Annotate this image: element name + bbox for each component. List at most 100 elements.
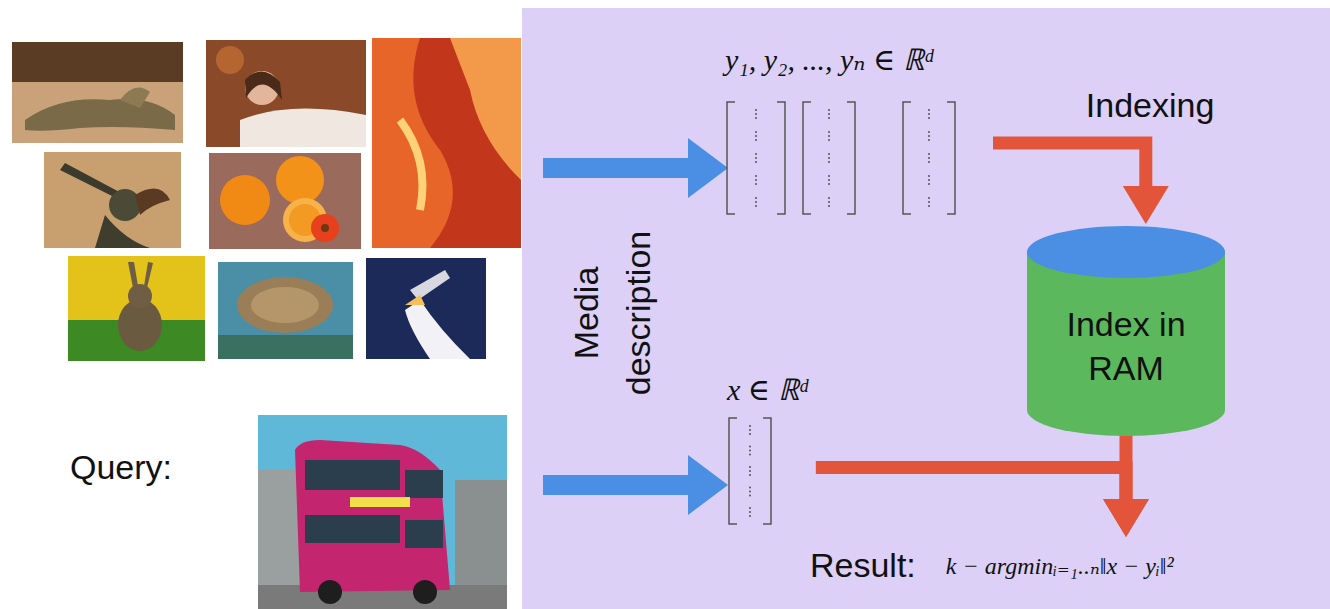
vector-dot [749,433,751,435]
vector-dot [755,197,757,199]
vector-dot [928,179,930,181]
vector-dot [928,117,930,119]
vector-dot [828,131,830,133]
photo-oranges [209,153,361,249]
vector-dot [755,109,757,111]
vector-dot [928,157,930,159]
vector-dot [828,139,830,141]
photo-canyon [372,38,521,248]
vector-dot [928,131,930,133]
vector-dot [755,157,757,159]
arrow-head [1123,186,1169,224]
vector-bracket [803,102,811,214]
vector-dot [749,474,751,476]
photo-woman [206,40,366,147]
result-formula: k − argminᵢ₌₁..ₙ‖x − yᵢ‖² [946,552,1174,580]
connector-line [816,467,1126,501]
vector-group: y₁, y₂, ..., yₙ ∈ ℝᵈ [725,42,985,216]
vector-dot [928,183,930,185]
vector-dot [828,161,830,163]
vector-dot [749,487,751,489]
vector-dot [828,113,830,115]
vector-dot [755,179,757,181]
query-label: Query: [70,448,172,487]
vector-dot [928,197,930,199]
vector-dot [755,139,757,141]
vector-dot [749,466,751,468]
vector-bracket [729,418,737,524]
vector-group: x ∈ ℝᵈ [727,372,808,526]
vector-dot [755,117,757,119]
vector-dot [928,205,930,207]
connector-arrow [993,143,1169,224]
vector-dot [749,491,751,493]
axis-label: Media description [560,188,664,438]
vector-dot [749,450,751,452]
vector-dot [755,183,757,185]
vector-dot [749,425,751,427]
vector-label: x ∈ ℝᵈ [727,372,808,408]
vector-dot [749,470,751,472]
vector-brackets [725,100,985,216]
vector-dot [755,113,757,115]
cylinder-text-area: Index in RAM [1039,284,1213,408]
photo-statue [44,152,181,248]
vector-dot [828,183,830,185]
vector-dot [755,205,757,207]
vector-dot [928,109,930,111]
connector-line [993,143,1146,188]
cylinder-body [1027,252,1225,436]
vector-label: y₁, y₂, ..., yₙ ∈ ℝᵈ [725,42,985,78]
vector-dot [828,153,830,155]
vector-dot [755,131,757,133]
vector-bracket [903,102,911,214]
photo-iguana [12,42,183,143]
connector-arrow [816,467,1149,537]
vector-bracket [947,102,955,214]
arrow-head [1103,499,1149,537]
vector-dot [749,515,751,517]
vector-dot [749,429,751,431]
vector-dot [828,205,830,207]
vector-dot [928,135,930,137]
vector-dot [749,495,751,497]
vector-dot [928,113,930,115]
vector-dot [928,161,930,163]
vector-dot [828,157,830,159]
vector-dot [828,179,830,181]
index-cylinder: Index in RAM [1027,226,1225,436]
vector-dot [928,201,930,203]
vector-bracket [847,102,855,214]
vector-dot [755,135,757,137]
vector-dot [828,117,830,119]
vector-dot [928,153,930,155]
vector-bracket [763,418,771,524]
blue-arrow [543,455,728,515]
photo-shuttle [366,258,486,359]
vector-dot [828,109,830,111]
cylinder-label: Index in RAM [1039,302,1213,390]
vector-bracket [777,102,785,214]
vector-dot [755,201,757,203]
vector-dot [749,454,751,456]
vector-dot [828,201,830,203]
vector-bracket [727,102,735,214]
vector-dot [755,161,757,163]
vector-brackets [727,416,775,526]
vector-dot [828,135,830,137]
blue-arrow [543,138,728,198]
vector-dot [749,446,751,448]
vector-dot [755,175,757,177]
vector-dot [749,511,751,513]
vector-dot [749,507,751,509]
vector-dot [828,175,830,177]
photo-turtle [218,262,353,359]
vector-dot [928,175,930,177]
panel [522,8,1330,609]
photo-bus [258,415,507,609]
result-box: Result:k − argminᵢ₌₁..ₙ‖x − yᵢ‖² [806,540,1178,591]
edge-label: Indexing [1086,85,1215,125]
vector-dot [828,197,830,199]
photo-rabbit [68,256,205,361]
vector-dot [755,153,757,155]
